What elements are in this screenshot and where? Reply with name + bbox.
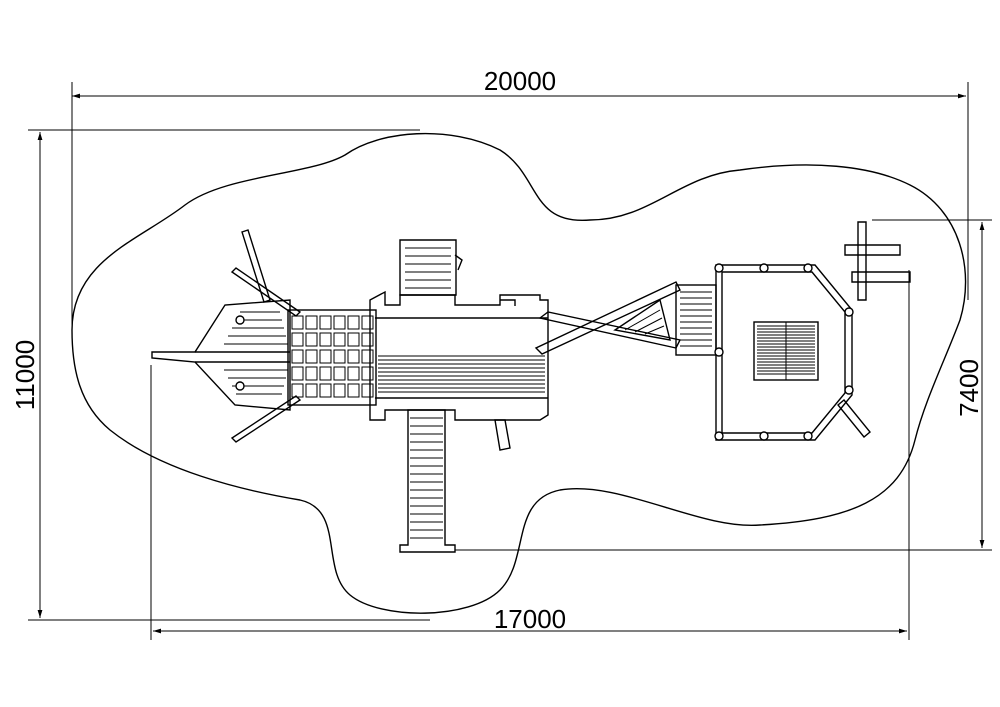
grid-cell [319,332,332,347]
grid-cell [347,383,360,398]
cross-bridge [534,281,682,355]
grid-cell [291,349,304,364]
grid-cell [333,332,346,347]
dimension-left: 11000 [10,129,430,621]
grid-cell [319,349,332,364]
central-tower [369,239,549,451]
grid-cell [347,332,360,347]
dimension-right: 7400 [455,219,992,551]
grid-cell [291,315,304,330]
grid-cell [361,349,374,364]
grid-cell [361,366,374,381]
grid-cell [305,366,318,381]
grid-cell [333,366,346,381]
grid-cell [347,349,360,364]
grid-cell [361,315,374,330]
grid-cell [333,349,346,364]
safety-zone-outline [71,132,967,614]
right-deck [714,221,911,441]
grid-cell [305,315,318,330]
dim-label-bottom: 17000 [494,604,566,634]
grid-cell [319,366,332,381]
grid-cell [305,383,318,398]
grid-cell [291,366,304,381]
grid-cell [305,349,318,364]
grid-cell [319,315,332,330]
grid-cell [291,383,304,398]
grid-cell [361,332,374,347]
ladder [399,409,456,553]
dim-label-right: 7400 [954,359,984,417]
stairs [675,284,717,356]
grid-cell [333,383,346,398]
dimension-top: 20000 [71,66,969,330]
grid-cell [291,332,304,347]
grid-cell [305,332,318,347]
dim-label-left: 11000 [10,340,40,410]
grid-cell [333,315,346,330]
grid-cell [361,383,374,398]
dim-label-top: 20000 [484,66,556,96]
ship-bow [151,229,302,443]
grid-cell [347,315,360,330]
dimension-bottom: 17000 [150,270,910,640]
climbing-grid [287,309,377,406]
grid-cell [319,383,332,398]
grid-cell [347,366,360,381]
